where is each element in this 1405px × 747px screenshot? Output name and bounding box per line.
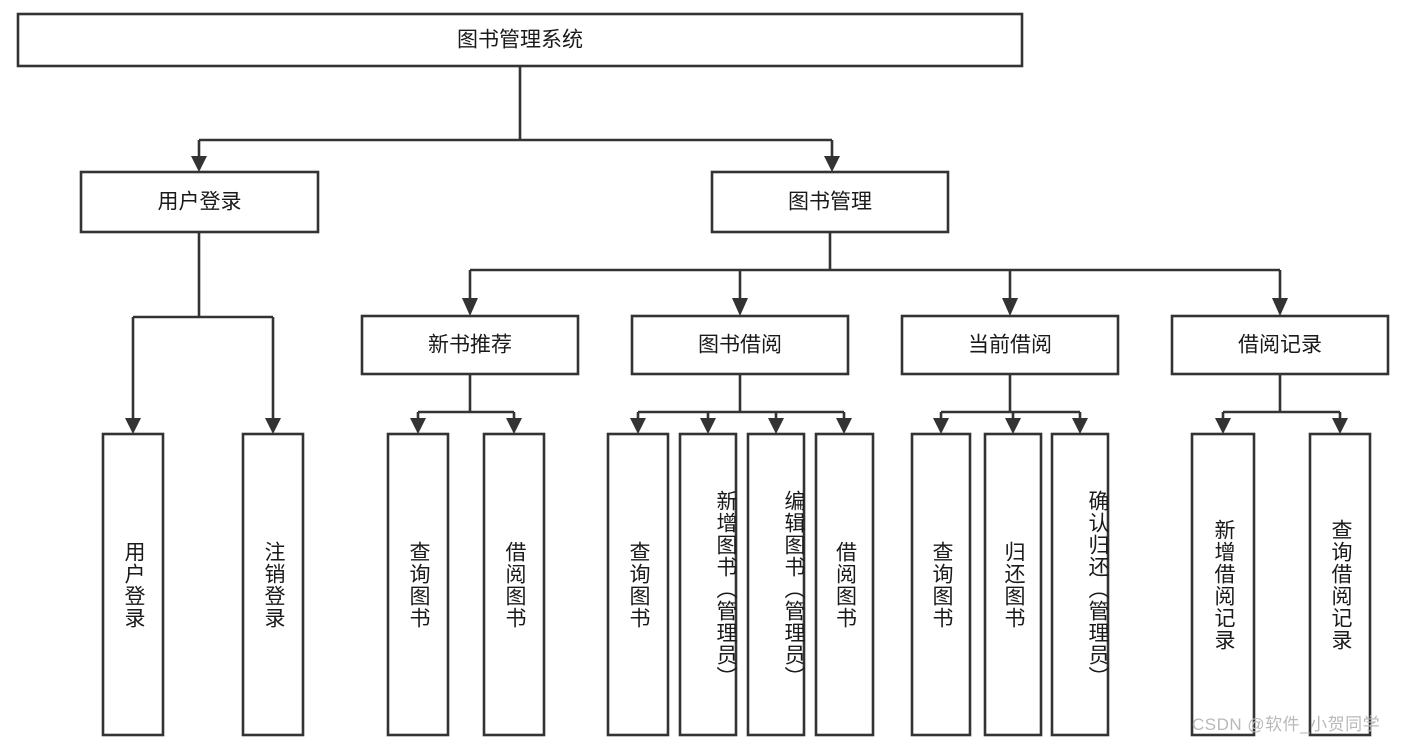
node-box-leaf-query-book-rec[interactable] [386,432,450,737]
node-label-book-borrow: 图书借阅 [698,334,782,357]
node-box-leaf-borrow-book[interactable] [814,432,875,737]
node-box-leaf-query-book-borrow[interactable] [606,432,670,737]
node-box-leaf-query-book-current[interactable] [910,432,972,737]
node-box-leaf-logout[interactable] [241,432,305,737]
arrow-head-borrow-record [1272,298,1288,316]
arrow-head-leaf-query-book-borrow [630,418,646,434]
arrow-head-leaf-user-login [125,418,141,434]
arrow-head-leaf-logout [265,418,281,434]
arrow-head-leaf-borrow-book [836,418,852,434]
arrow-head-book-manage [824,156,840,172]
node-box-leaf-add-book-admin[interactable] [678,432,738,737]
node-box-new-book-recommend[interactable] [360,314,580,376]
arrow-head-leaf-add-book-admin [700,418,716,434]
arrow-head-user-login [191,156,207,172]
node-label-book-manage: 图书管理 [788,191,872,214]
node-box-leaf-add-borrow-record[interactable] [1190,432,1256,737]
node-layer: 图书管理系统 用户登录 图书管理 新书推荐 图书借阅 当前借阅 借阅记录 [16,12,1390,737]
node-label-current-borrow: 当前借阅 [968,334,1052,357]
arrow-head-leaf-edit-book-admin [768,418,784,434]
node-box-leaf-confirm-return-admin[interactable] [1050,432,1110,737]
node-box-book-manage[interactable] [710,170,950,234]
arrow-head-leaf-add-borrow-record [1215,418,1231,434]
arrow-head-new-book-recommend [462,298,478,316]
node-box-borrow-record[interactable] [1170,314,1390,376]
arrow-head-leaf-query-book-rec [410,418,426,434]
node-label-new-book-recommend: 新书推荐 [428,334,512,357]
node-box-leaf-return-book[interactable] [983,432,1043,737]
node-box-book-borrow[interactable] [630,314,850,376]
node-box-current-borrow[interactable] [900,314,1120,376]
arrow-head-book-borrow [732,298,748,316]
arrow-head-leaf-borrow-book-rec [506,418,522,434]
node-box-leaf-borrow-book-rec[interactable] [482,432,546,737]
node-label-borrow-record: 借阅记录 [1238,334,1322,357]
connector-layer [125,66,1348,434]
arrow-head-leaf-confirm-return-admin [1072,418,1088,434]
arrow-head-leaf-return-book [1005,418,1021,434]
node-label-root: 图书管理系统 [457,29,583,52]
csdn-watermark: CSDN @软件_小贺同学 [1192,715,1381,734]
arrow-head-leaf-query-book-current [933,418,949,434]
arrow-head-leaf-query-borrow-record [1332,418,1348,434]
node-box-root[interactable] [16,12,1024,68]
arrow-head-current-borrow [1002,298,1018,316]
node-box-user-login[interactable] [79,170,320,234]
node-label-user-login: 用户登录 [158,191,242,214]
node-box-leaf-edit-book-admin[interactable] [746,432,806,737]
node-box-leaf-query-borrow-record[interactable] [1308,432,1372,737]
node-box-leaf-user-login[interactable] [101,432,165,737]
